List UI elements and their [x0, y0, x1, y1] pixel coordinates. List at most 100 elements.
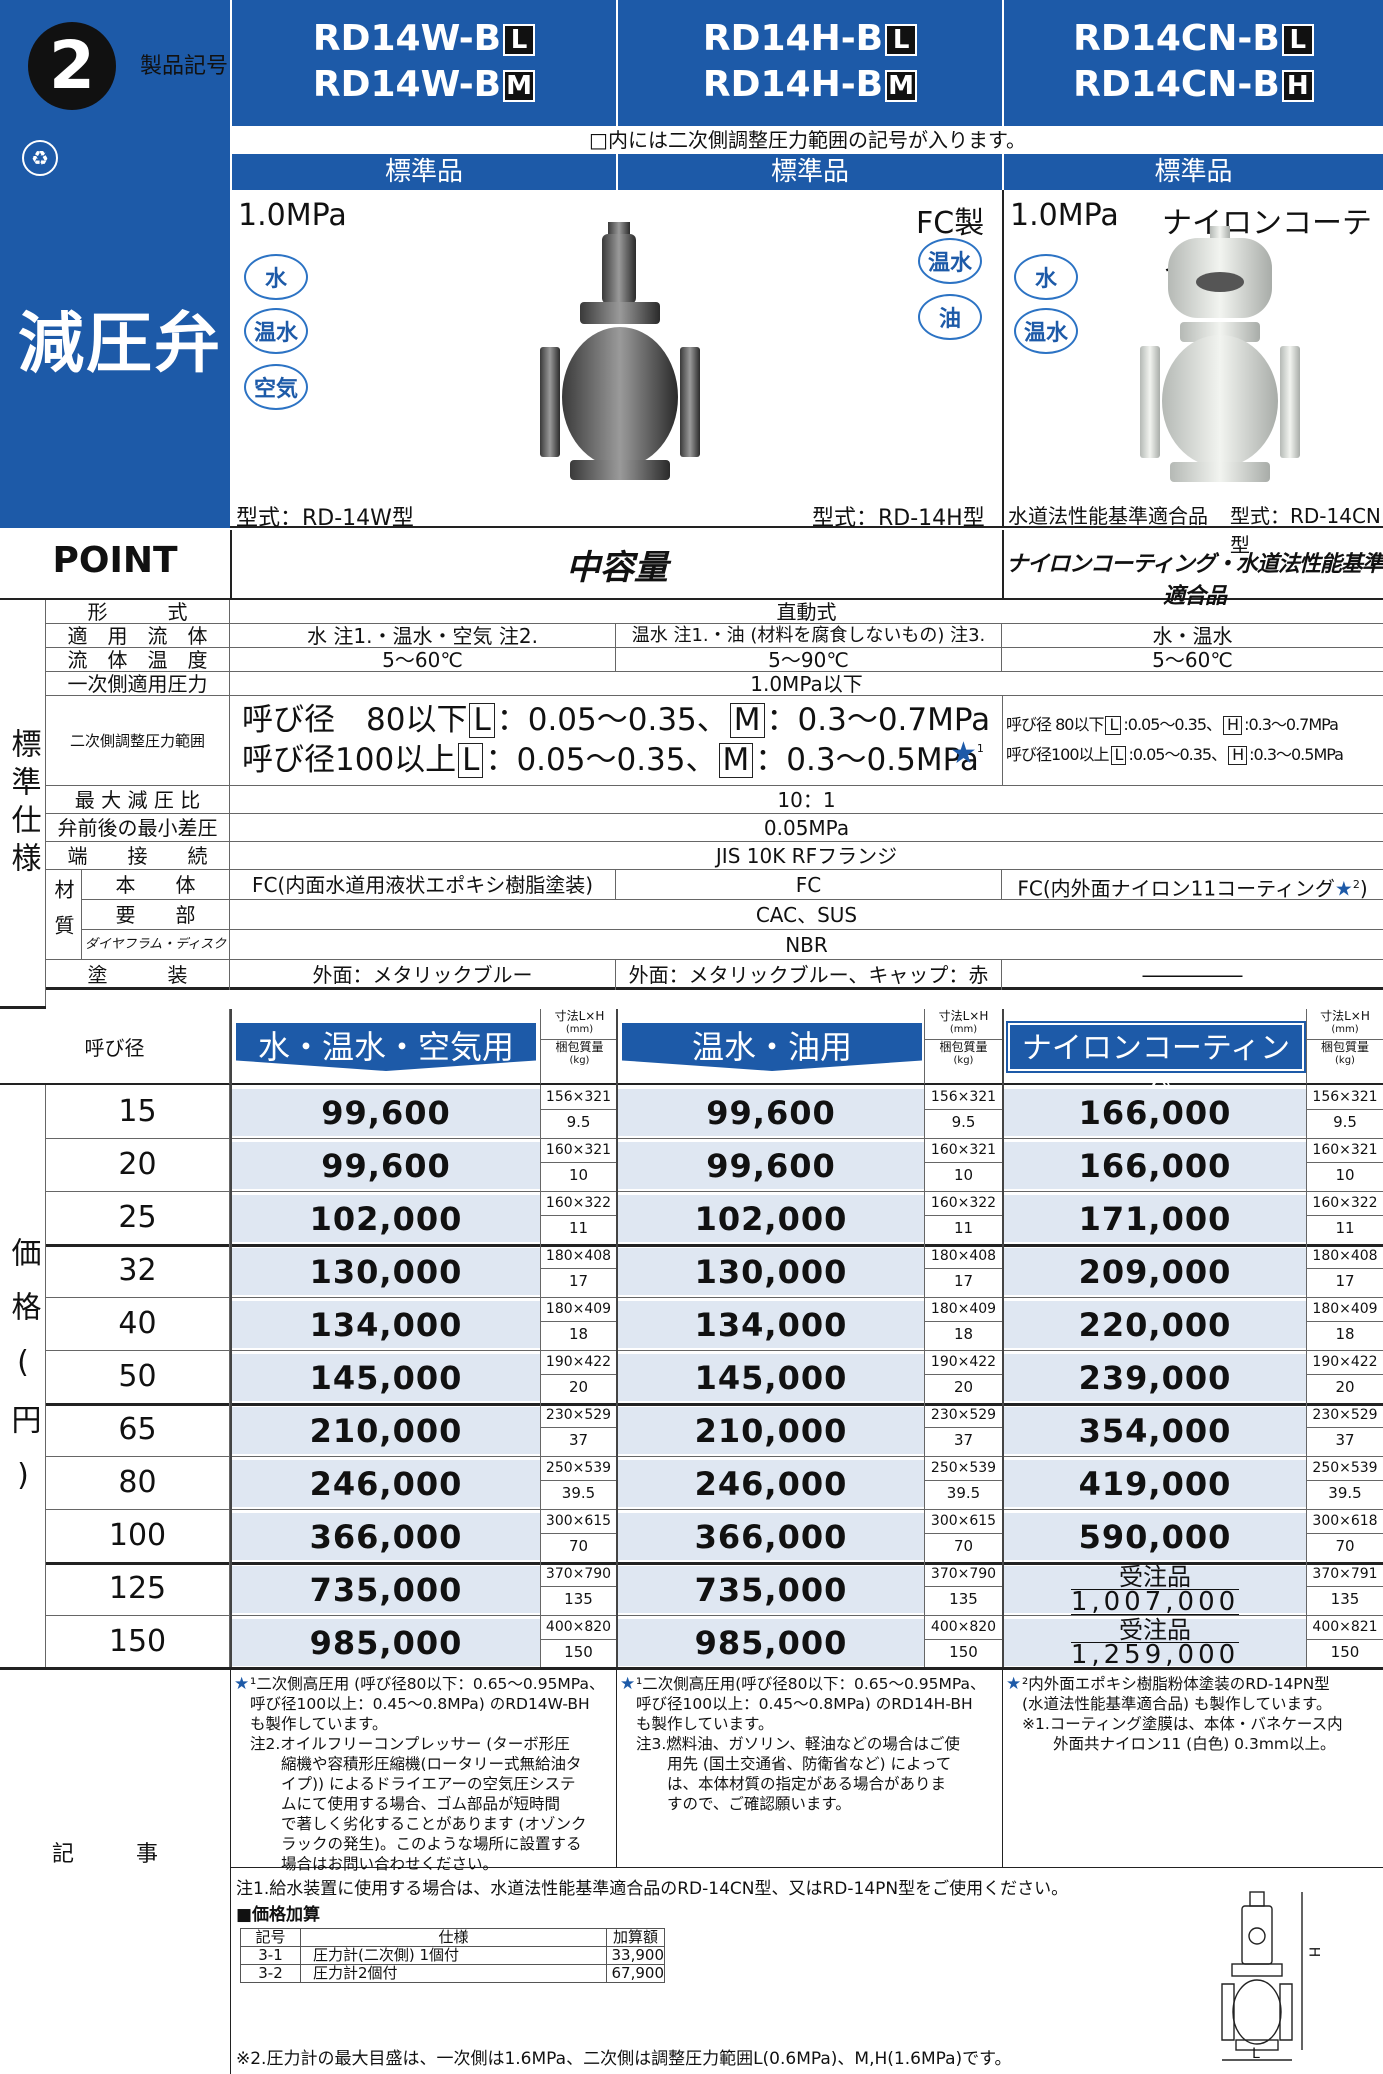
point-main: 中容量 — [566, 548, 668, 588]
size-cell: 100 — [46, 1509, 230, 1562]
note-2: ※2.圧力計の最大目盛は、一次側は1.6MPa、二次側は調整圧力範囲L(0.6M… — [236, 2049, 1012, 2069]
price-cell-w: 99,600 — [232, 1142, 540, 1189]
range-box: M — [885, 70, 918, 102]
note-1: 注1.給水装置に使用する場合は、水道法性能基準適合品のRD-14CN型、又はRD… — [236, 1879, 1069, 1899]
weight-value: 135 — [1330, 1590, 1360, 1608]
price-value: 210,000 — [309, 1411, 463, 1450]
dim-header-text: (mm) — [1331, 1024, 1359, 1035]
dimension-value: 400×820 — [925, 1615, 1002, 1640]
price-value: 735,000 — [309, 1570, 463, 1609]
weight-value: 10 — [1335, 1166, 1355, 1184]
price-cell-h: 99,600 — [618, 1142, 924, 1189]
size-header: 呼び径 — [0, 1009, 230, 1085]
spec-row-type: 形 式 直動式 — [46, 600, 1383, 624]
star-icon: ★ — [1334, 876, 1353, 901]
weight-value: 18 — [953, 1325, 974, 1343]
dimension-value: 370×791 — [1307, 1562, 1383, 1587]
dimension-value: 230×529 — [1307, 1403, 1383, 1428]
dim-header-text: (kg) — [953, 1055, 974, 1066]
dimension-value: 160×322 — [925, 1191, 1002, 1216]
notes-h: ¹二次側高圧用(呼び径80以下：0.65〜0.95MPa、 呼び径100以上：0… — [636, 1675, 986, 1813]
addon-row: 3-2 圧力計2個付 67,900 — [240, 1964, 665, 1983]
remarks-label: 記 事 — [51, 1842, 178, 1867]
price-value: 145,000 — [309, 1358, 463, 1397]
weight-value: 39.5 — [946, 1484, 981, 1502]
model-label-cn: 型式：RD-14CN型 — [1230, 504, 1381, 557]
range-box: L — [885, 24, 918, 56]
weight-value: 135 — [949, 1590, 978, 1608]
price-cell-w: 102,000 — [232, 1195, 540, 1242]
price-value: 99,600 — [321, 1146, 451, 1185]
price-cell-h: 735,000 — [618, 1566, 924, 1613]
dimension-value: 160×322 — [1307, 1191, 1383, 1216]
price-cell-w: 246,000 — [232, 1460, 540, 1507]
price-col-label-w: 水・温水・空気用 — [236, 1023, 536, 1071]
remarks-section — [0, 1667, 1383, 2074]
material-fc: FC製 — [916, 206, 985, 241]
size-cell: 20 — [46, 1138, 230, 1191]
price-value: 130,000 — [694, 1252, 848, 1291]
price-group-text: 価格(円) — [5, 1236, 41, 1517]
price-value: 366,000 — [694, 1517, 848, 1556]
valve-photo-w — [540, 222, 700, 480]
price-cell-h: 145,000 — [618, 1354, 924, 1401]
dimension-value: 190×422 — [1307, 1350, 1383, 1375]
price-cell-cn: 166,000 — [1004, 1142, 1306, 1189]
standard-label-h: 標準品 — [618, 154, 1002, 190]
spec-group-label: 標準仕様 — [0, 600, 46, 1008]
star-icon: ★ — [1006, 1674, 1022, 1694]
price-value: 130,000 — [309, 1252, 463, 1291]
dim-cell-cn: 370×791 135 — [1306, 1562, 1383, 1615]
price-value: 419,000 — [1078, 1464, 1232, 1503]
price-value: 985,000 — [694, 1623, 848, 1662]
price-cell-w: 134,000 — [232, 1301, 540, 1348]
price-col-header-w: 水・温水・空気用 — [232, 1009, 540, 1085]
price-cell-w: 985,000 — [232, 1619, 540, 1666]
size-cell: 15 — [46, 1085, 230, 1138]
made-to-order: 受注品 — [1119, 1562, 1191, 1591]
price-value: 134,000 — [309, 1305, 463, 1344]
category-title: 減圧弁 — [18, 305, 222, 382]
dim-header-hd: 寸法L×H(mm)梱包質量(kg) — [924, 1009, 1002, 1085]
weight-value: 17 — [953, 1272, 974, 1290]
dim-header-text: 寸法L×H — [1320, 1009, 1370, 1023]
dim-header-text: (mm) — [565, 1024, 594, 1035]
price-value: 171,000 — [1078, 1199, 1232, 1238]
weight-value: 10 — [953, 1166, 974, 1184]
pressure-w: 1.0MPa — [238, 198, 347, 233]
weight-value: 17 — [568, 1272, 589, 1290]
price-value: 99,600 — [706, 1093, 836, 1132]
number-badge: 2 — [28, 22, 116, 110]
model-label-h: 型式：RD-14H型 — [812, 506, 985, 531]
price-cell-h: 102,000 — [618, 1195, 924, 1242]
dimension-value: 160×322 — [541, 1191, 616, 1216]
dimension-value: 180×408 — [925, 1244, 1002, 1269]
weight-value: 11 — [1335, 1219, 1355, 1237]
model-cn-h: RD14CN-B — [1073, 64, 1280, 105]
notes-cn: ²内外面エポキシ樹脂粉体塗装のRD-14PN型 (水道法性能基準適合品) も製作… — [1022, 1675, 1343, 1753]
price-value: 102,000 — [309, 1199, 463, 1238]
price-value: 1,007,000 — [1070, 1586, 1240, 1617]
price-col-label-h: 温水・油用 — [622, 1023, 922, 1071]
material-label: 材質 — [46, 870, 82, 960]
standard-label-w: 標準品 — [232, 154, 616, 190]
column-divider — [616, 1009, 618, 1668]
price-value: 99,600 — [706, 1146, 836, 1185]
dim-header-text: 梱包質量 — [541, 1039, 618, 1054]
weight-value: 17 — [1335, 1272, 1355, 1290]
price-cell-w: 735,000 — [232, 1566, 540, 1613]
dimension-value: 250×539 — [1307, 1456, 1383, 1481]
price-value: 102,000 — [694, 1199, 848, 1238]
dim-header-text: 梱包質量 — [925, 1039, 1002, 1054]
